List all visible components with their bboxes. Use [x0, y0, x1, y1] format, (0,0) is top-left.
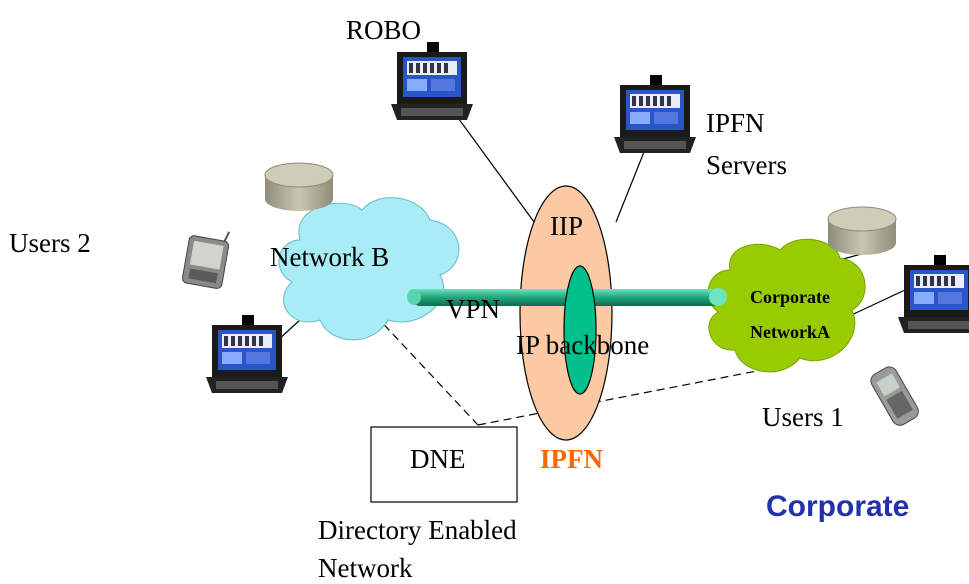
- corporate-network-cloud-icon: [707, 238, 866, 373]
- corporate-network-label-line1: Corporate: [750, 287, 830, 307]
- ip-backbone-label: IP backbone: [516, 330, 650, 360]
- robo-laptop-icon: [391, 42, 473, 120]
- iip-label: IIP: [550, 211, 583, 241]
- ip-backbone-ellipse: [563, 265, 597, 395]
- corporate-title: Corporate: [766, 490, 910, 523]
- ipfn-servers-label-line1: IPFN: [706, 108, 765, 138]
- corporate-network-label-line2: NetworkA: [750, 322, 830, 342]
- dne-to-corporate-dashed: [477, 369, 763, 426]
- users1-laptop-icon: [898, 255, 969, 333]
- directory-label-line2: Network: [318, 553, 413, 583]
- dne-box: [370, 426, 518, 503]
- directory-label-line1: Directory Enabled: [318, 515, 517, 545]
- vpn-label: VPN: [446, 294, 501, 324]
- ipfn-servers-label-line2: Servers: [706, 150, 787, 180]
- users1-label: Users 1: [762, 402, 844, 432]
- ipfn-servers-laptop-icon: [614, 75, 696, 153]
- mobile-phone-icon: [870, 366, 919, 426]
- dne-label: DNE: [410, 444, 466, 474]
- users2-label: Users 2: [9, 228, 91, 258]
- pda-icon: [181, 231, 231, 289]
- users1-laptop-link-line: [844, 289, 906, 319]
- ipfn-label: IPFN: [540, 444, 603, 474]
- users2-laptop-icon: [206, 315, 288, 393]
- dne-to-network-b-dashed: [374, 314, 479, 426]
- network-b-label: Network B: [270, 242, 390, 272]
- corporate-database-icon: [827, 206, 897, 256]
- network-b-database-icon: [264, 162, 334, 212]
- robo-label: ROBO: [346, 15, 422, 45]
